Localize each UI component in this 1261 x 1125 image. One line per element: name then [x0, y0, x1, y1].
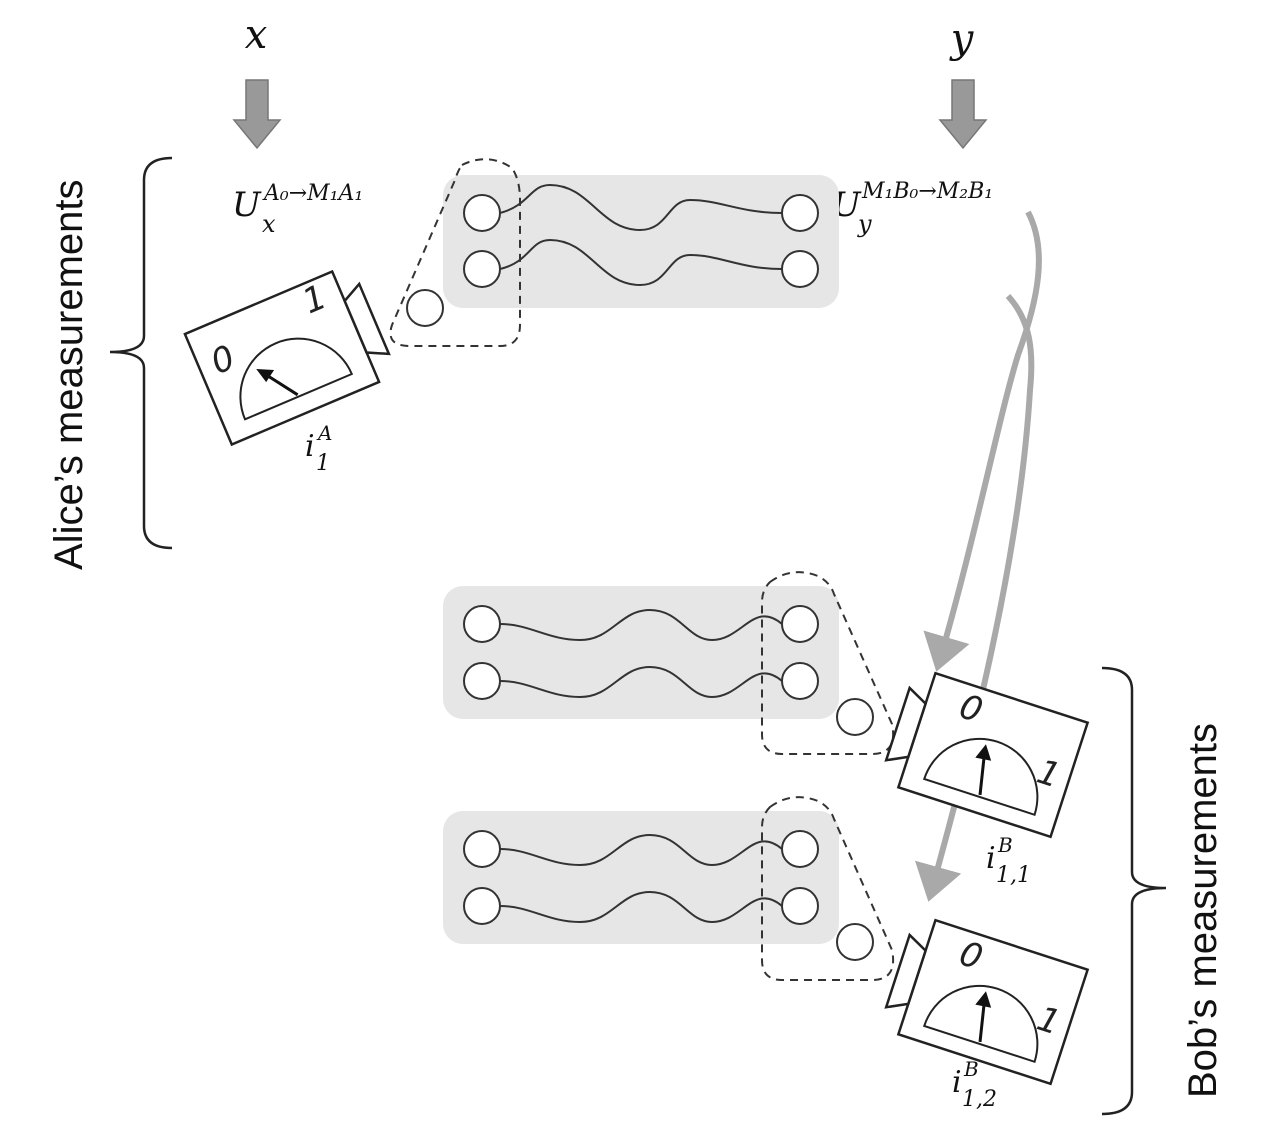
- bob-node-2-top-right: [781, 830, 819, 868]
- alice-wire-bottom: [499, 238, 783, 287]
- svg-text:B: B: [997, 833, 1013, 857]
- alice-entanglement-panel: [443, 175, 839, 308]
- bob-node-2-bottom-right: [781, 887, 819, 925]
- svg-text:y: y: [857, 210, 872, 238]
- alice-input-arrow: [232, 79, 282, 150]
- alice-input-label: x: [245, 12, 268, 58]
- bob-dashed-region-1: [761, 571, 894, 755]
- svg-text:U: U: [232, 185, 262, 225]
- bob-node-2-bottom-left: [463, 887, 501, 925]
- alice-wire-top: [499, 183, 783, 232]
- alice-node-top-right: [781, 194, 819, 232]
- bob-brace: [1101, 666, 1167, 1116]
- alice-dashed-region: [389, 158, 521, 347]
- alice-node-top-left: [463, 194, 501, 232]
- svg-text:1,2: 1,2: [962, 1087, 997, 1112]
- alice-node-bottom-right: [781, 250, 819, 288]
- bob-wire-1-bottom: [499, 665, 783, 699]
- alice-ancilla-node: [406, 289, 444, 327]
- svg-text:A₀→M₁A₁: A₀→M₁A₁: [262, 181, 363, 206]
- bob-wire-2-bottom: [499, 890, 783, 924]
- svg-text:A: A: [316, 421, 332, 445]
- bob-node-1-top-right: [781, 605, 819, 643]
- alice-meter: 0 1: [183, 269, 391, 447]
- svg-text:B: B: [963, 1057, 979, 1081]
- svg-text:1,1: 1,1: [996, 863, 1031, 888]
- bob-ancilla-node-2: [836, 923, 874, 961]
- bob-input-arrow: [938, 79, 988, 150]
- bob-panel-2: [443, 811, 839, 944]
- bob-outcome-label-2: i 1,2 B: [952, 1057, 997, 1112]
- bob-node-1-top-left: [463, 605, 501, 643]
- alice-node-bottom-left: [463, 250, 501, 288]
- bob-ancilla-node-1: [836, 698, 874, 736]
- svg-text:1: 1: [316, 451, 330, 476]
- bob-wire-2-top: [499, 833, 783, 867]
- bob-node-2-top-left: [463, 830, 501, 868]
- bob-input-label: y: [949, 16, 975, 62]
- alice-operator-label: U x A₀→M₁A₁: [232, 181, 363, 238]
- alice-brace: [109, 156, 173, 550]
- svg-text:x: x: [262, 210, 276, 238]
- bob-meter-1: 0 1: [884, 671, 1090, 839]
- svg-text:i: i: [952, 1065, 962, 1100]
- bob-operator-label: U y M₁B₀→M₂B₁: [832, 179, 993, 238]
- flow-arrow-to-meter-1: [923, 210, 1042, 672]
- bob-node-1-bottom-right: [781, 662, 819, 700]
- svg-text:i: i: [305, 429, 315, 464]
- bob-wire-1-top: [499, 608, 783, 642]
- svg-text:i: i: [986, 841, 996, 876]
- alice-outcome-label: i 1 A: [305, 421, 332, 476]
- bob-node-1-bottom-left: [463, 662, 501, 700]
- svg-text:M₁B₀→M₂B₁: M₁B₀→M₂B₁: [861, 179, 993, 204]
- bob-meter-2: 0 1: [884, 918, 1090, 1086]
- bob-outcome-label-1: i 1,1 B: [986, 833, 1031, 888]
- bob-dashed-region-2: [761, 796, 894, 981]
- bob-panel-1: [443, 586, 839, 719]
- alice-side-label: Alice’s measurements: [47, 179, 91, 570]
- bob-side-label: Bob’s measurements: [1181, 723, 1225, 1098]
